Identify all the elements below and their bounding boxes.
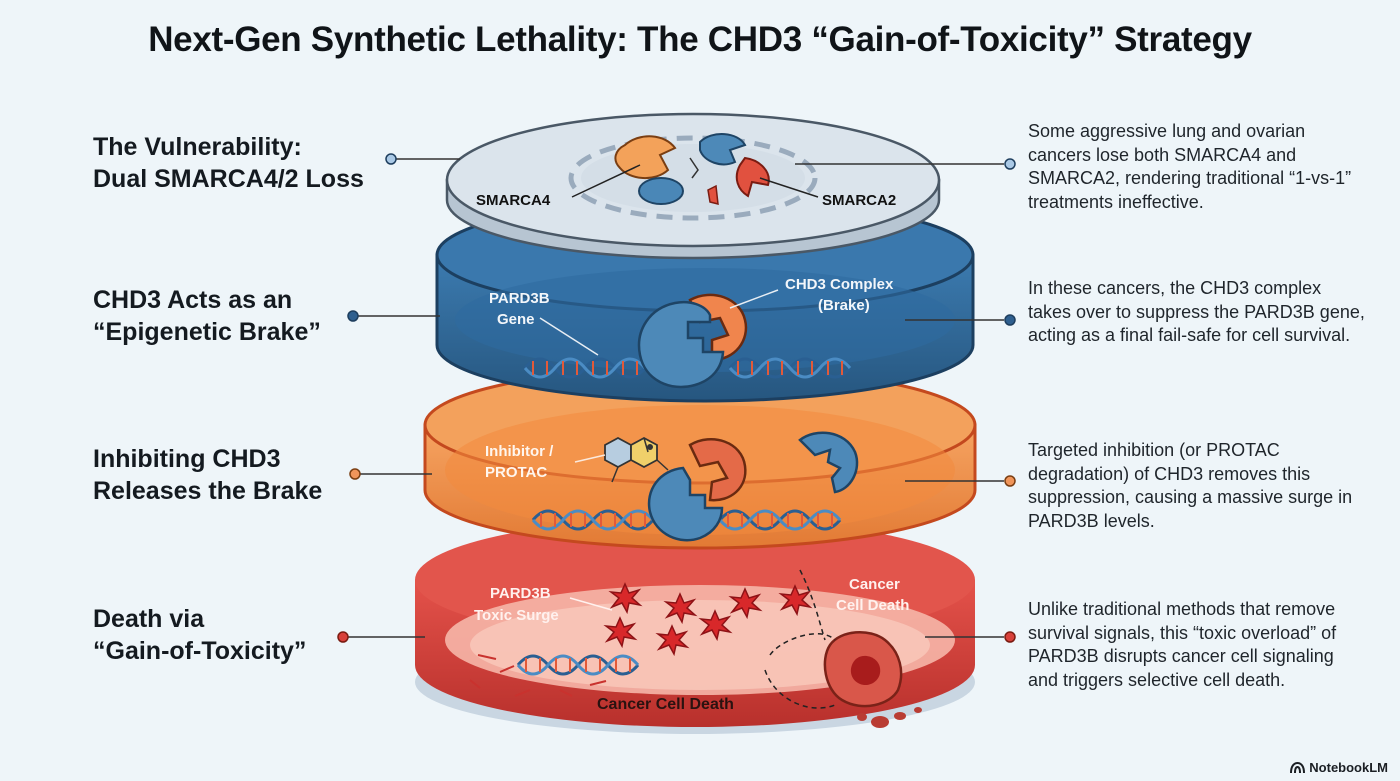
step-3-heading: Inhibiting CHD3 Releases the Brake <box>93 443 403 507</box>
step-4-heading: Death via “Gain-of-Toxicity” <box>93 603 403 667</box>
chd3-degraded-complex-icon <box>647 438 747 542</box>
brand-watermark: NotebookLM <box>1290 760 1388 775</box>
step-3-heading-line1: Inhibiting CHD3 <box>93 445 281 473</box>
smarca4-label: SMARCA4 <box>476 192 551 209</box>
step-3-description: Targeted inhibition (or PROTAC degradati… <box>1028 440 1353 531</box>
cell-death-bottom-label: Cancer Cell Death <box>597 696 734 713</box>
chd3-complex-icon <box>637 293 748 389</box>
step-1-heading: The Vulnerability: Dual SMARCA4/2 Loss <box>93 131 403 195</box>
chd3-complex-label-line2: (Brake) <box>818 297 870 314</box>
step-2-heading-line1: CHD3 Acts as an <box>93 286 293 314</box>
smarca2-protein-icon <box>689 133 770 205</box>
notebooklm-logo-icon <box>1290 761 1306 773</box>
left-connectors <box>337 153 460 643</box>
pard3b-gene-label-line1: PARD3B <box>489 290 550 307</box>
step-3-heading-line2: Releases the Brake <box>93 477 323 505</box>
inhibitor-label-line2: PROTAC <box>485 464 547 481</box>
inhibitor-molecule-icon <box>604 436 669 483</box>
step-4-heading-line1: Death via <box>93 605 205 633</box>
brand-label: NotebookLM <box>1309 760 1388 775</box>
step-1-description: Some aggressive lung and ovarian cancers… <box>1028 121 1352 212</box>
dying-cell-icon <box>764 569 922 728</box>
right-connectors <box>795 158 1016 643</box>
step-2-heading: CHD3 Acts as an “Epigenetic Brake” <box>93 284 403 348</box>
cell-death-top-label-line1: Cancer <box>849 576 900 593</box>
pard3b-gene-label-line2: Gene <box>497 311 535 328</box>
step-4-heading-line2: “Gain-of-Toxicity” <box>93 637 307 665</box>
smarca2-label: SMARCA2 <box>822 192 896 209</box>
cell-death-top-label-line2: Cell Death <box>836 597 909 614</box>
step-2-heading-line2: “Epigenetic Brake” <box>93 318 321 346</box>
page-title: Next-Gen Synthetic Lethality: The CHD3 “… <box>148 20 1252 59</box>
layer-vulnerability <box>445 112 941 260</box>
step-4-description: Unlike traditional methods that remove s… <box>1028 599 1337 690</box>
toxic-surge-label-line1: PARD3B <box>490 585 551 602</box>
step-1-heading-line1: The Vulnerability: <box>93 133 302 161</box>
step-1-heading-line2: Dual SMARCA4/2 Loss <box>93 165 364 193</box>
inhibitor-label-line1: Inhibitor / <box>485 443 554 460</box>
smarca4-protein-icon <box>614 135 684 205</box>
toxic-surge-label-line2: Toxic Surge <box>474 607 559 624</box>
step-2-description: In these cancers, the CHD3 complex takes… <box>1028 278 1365 345</box>
debris-marks <box>469 654 607 697</box>
released-chd3-fragment-icon <box>798 431 859 494</box>
chd3-complex-label-line1: CHD3 Complex <box>785 276 894 293</box>
